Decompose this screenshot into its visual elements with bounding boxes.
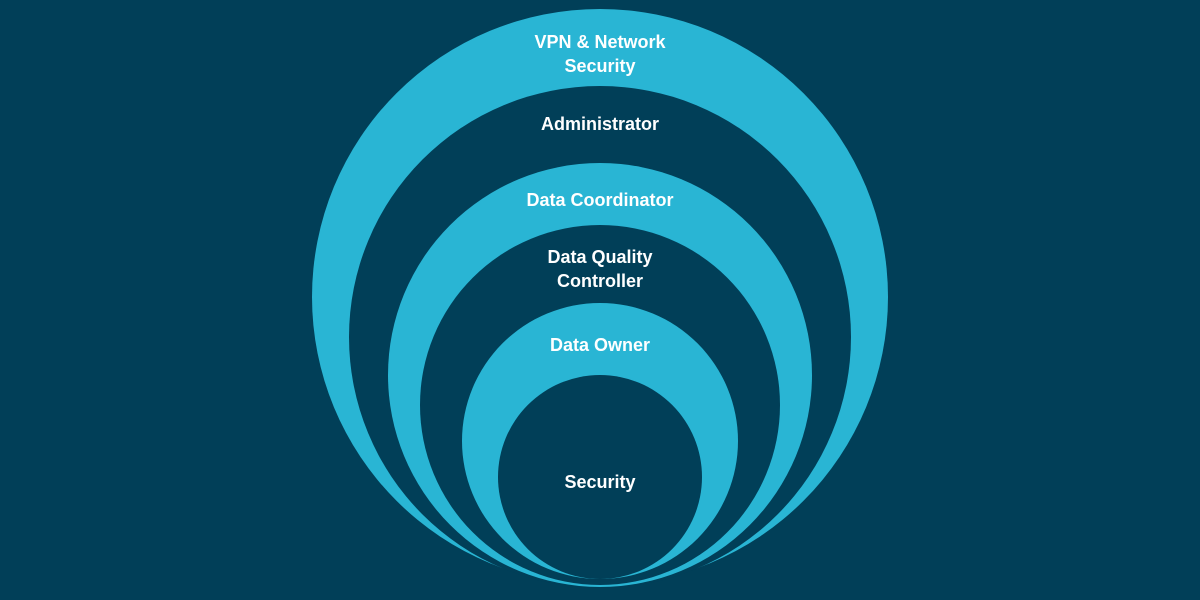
layer-label-administrator: Administrator <box>540 114 659 134</box>
layer-label-data-quality-controller: Data Quality Controller <box>547 247 653 291</box>
layer-label-security: Security <box>564 472 636 492</box>
layer-label-vpn-network-security: VPN & Network Security <box>534 32 666 76</box>
layer-label-data-coordinator: Data Coordinator <box>526 190 674 210</box>
core-circle <box>498 375 702 579</box>
layer-label-data-owner: Data Owner <box>549 335 651 355</box>
